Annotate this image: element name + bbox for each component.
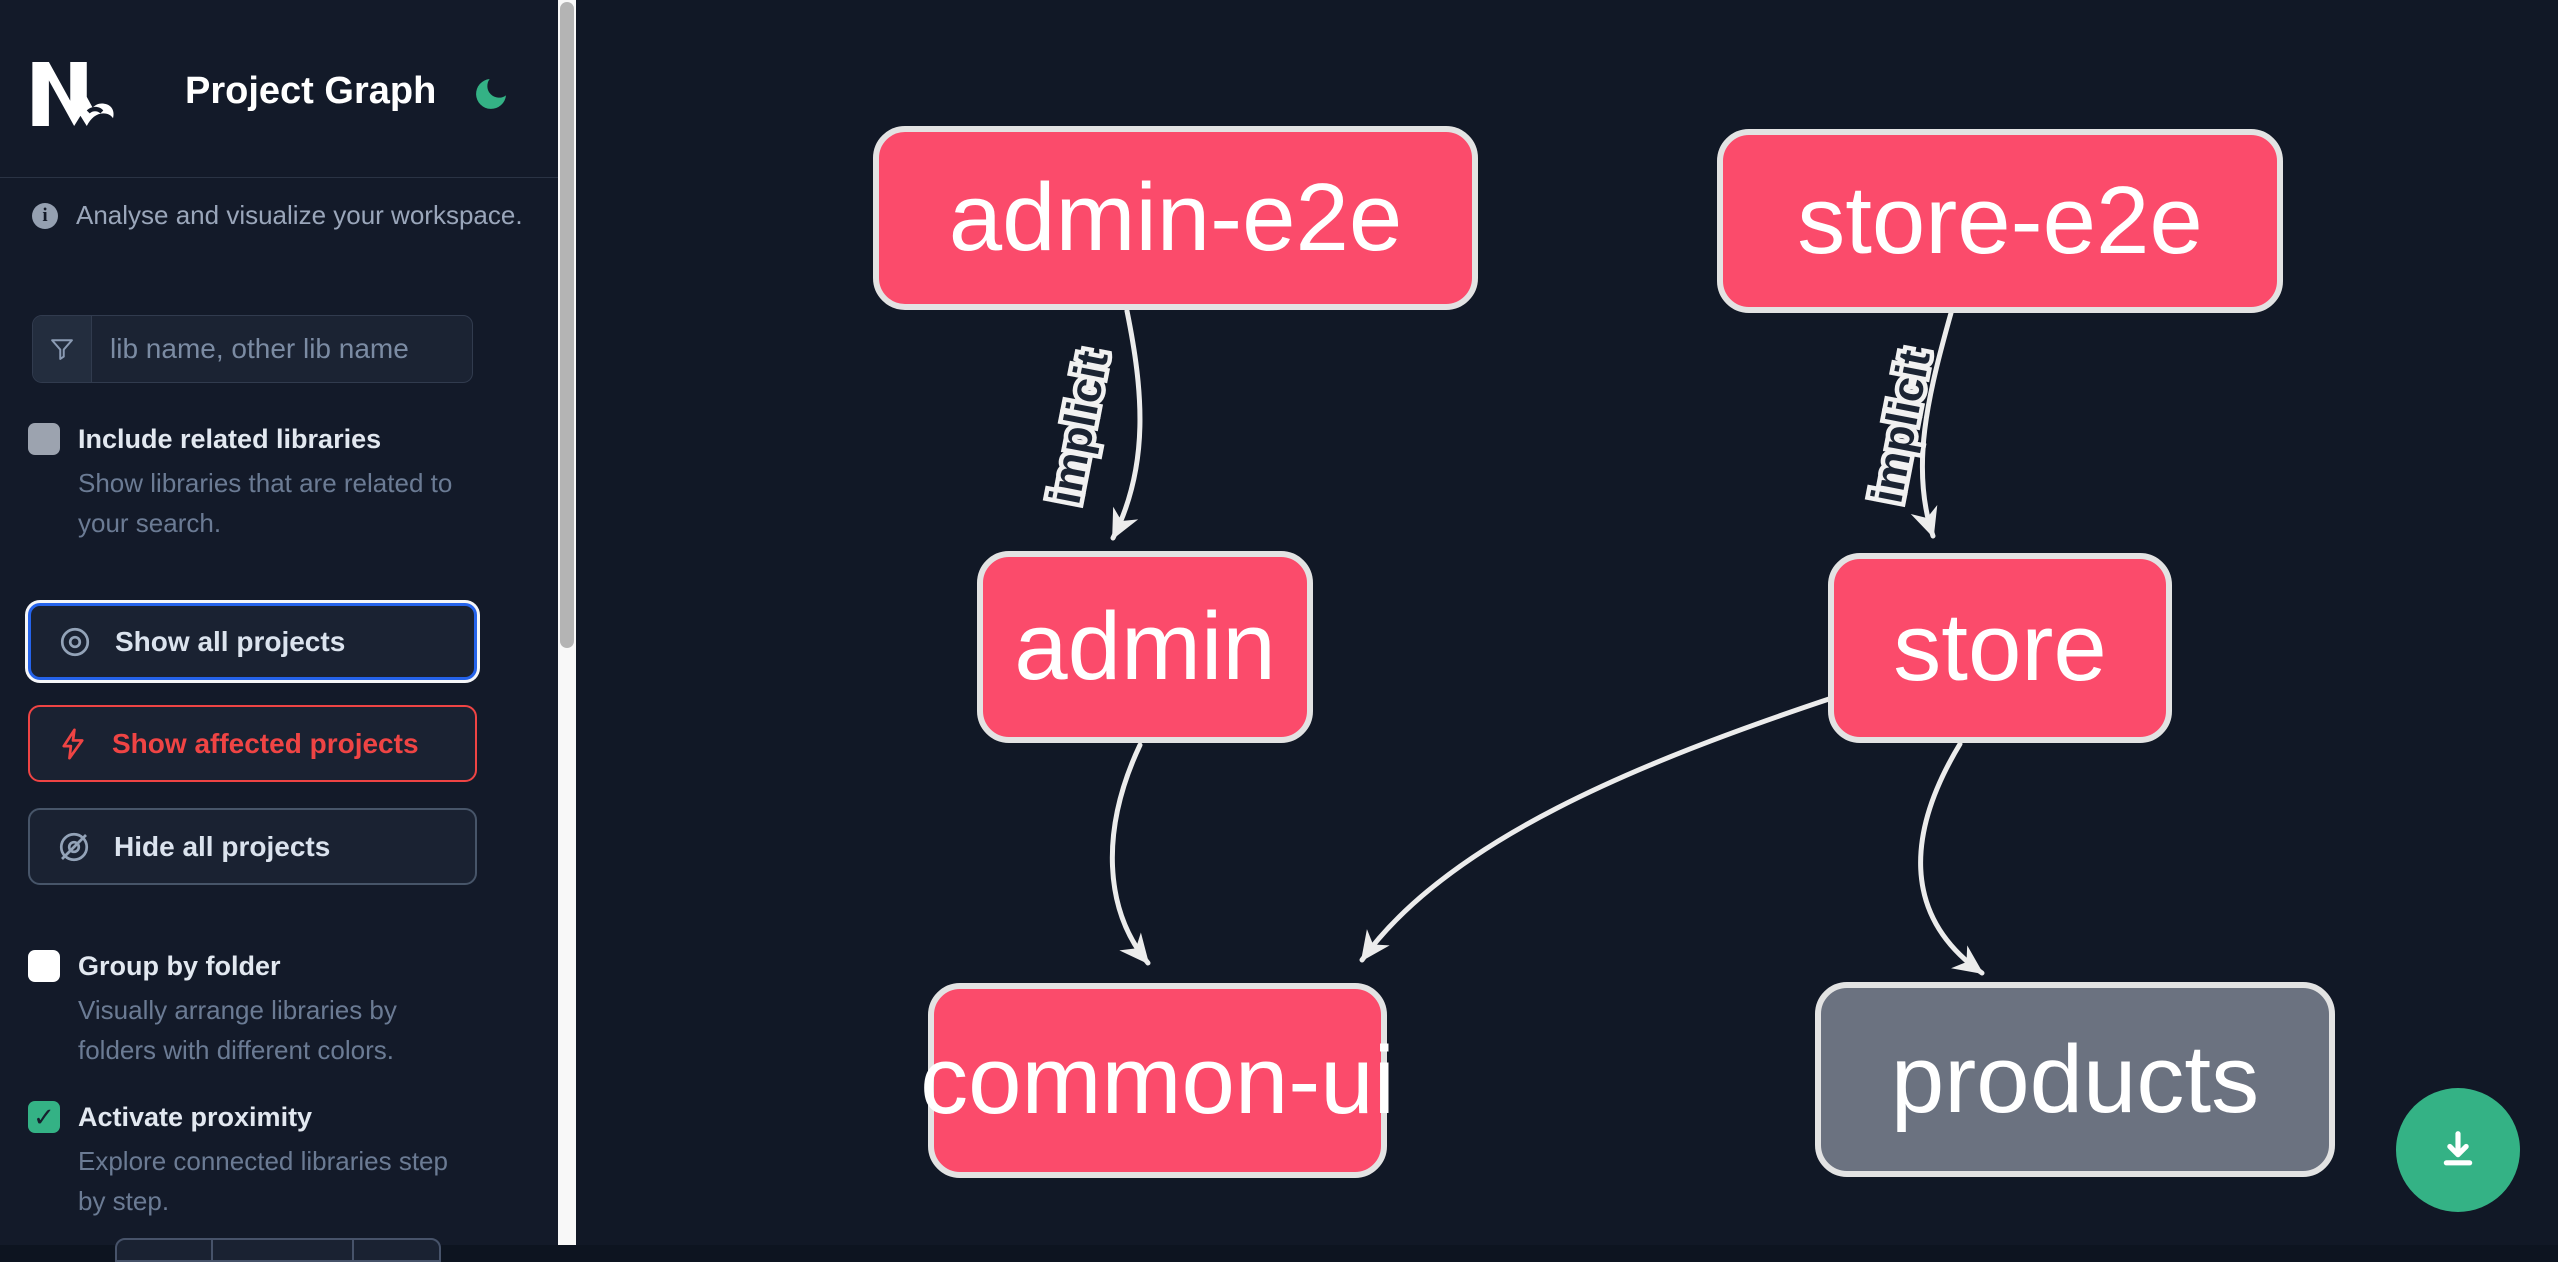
node-admin-e2e[interactable]: admin-e2e bbox=[873, 126, 1478, 310]
search-box bbox=[32, 315, 473, 383]
checkbox-include-related[interactable] bbox=[28, 423, 60, 455]
checkbox-description: Explore connected libraries step by step… bbox=[78, 1146, 448, 1216]
node-store[interactable]: store bbox=[1828, 553, 2172, 743]
node-products[interactable]: products bbox=[1815, 982, 2335, 1177]
checkbox-description: Visually arrange libraries by folders wi… bbox=[78, 995, 397, 1065]
edge-admin-common-ui bbox=[1109, 742, 1151, 966]
checkbox-group-by-folder[interactable] bbox=[28, 950, 60, 982]
download-icon bbox=[2443, 1131, 2473, 1166]
checkbox-activate-proximity[interactable]: ✓ bbox=[28, 1101, 60, 1133]
checkbox-row-include-related[interactable]: Include related libraries Show libraries… bbox=[28, 423, 498, 543]
page-title: Project Graph bbox=[185, 70, 437, 112]
scrollbar-thumb[interactable] bbox=[560, 2, 574, 648]
stepper-decrement[interactable] bbox=[117, 1240, 213, 1260]
edge-store-products bbox=[1918, 741, 1985, 976]
edge-store-common-ui bbox=[1359, 695, 1835, 963]
sidebar-header: Project Graph bbox=[0, 0, 558, 178]
edge-store-e2e-store bbox=[1910, 310, 1954, 539]
node-store-e2e[interactable]: store-e2e bbox=[1717, 129, 2283, 313]
node-common-ui[interactable]: common-ui bbox=[920, 983, 1395, 1178]
checkbox-row-activate-proximity[interactable]: ✓ Activate proximity Explore connected l… bbox=[28, 1101, 498, 1221]
checkbox-label: Include related libraries bbox=[78, 424, 382, 454]
button-label: Hide all projects bbox=[114, 830, 331, 862]
info-icon: i bbox=[32, 202, 58, 229]
search-input[interactable] bbox=[92, 316, 472, 382]
hide-all-projects-button[interactable]: Hide all projects bbox=[28, 808, 477, 885]
button-label: Show affected projects bbox=[112, 727, 419, 759]
checkbox-row-group-by-folder[interactable]: Group by folder Visually arrange librari… bbox=[28, 950, 498, 1070]
stepper-increment[interactable] bbox=[354, 1240, 439, 1260]
download-image-button[interactable] bbox=[2396, 1088, 2520, 1212]
checkbox-description: Show libraries that are related to your … bbox=[78, 468, 453, 538]
show-affected-projects-button[interactable]: Show affected projects bbox=[28, 705, 477, 782]
dark-mode-moon-icon[interactable] bbox=[471, 74, 511, 114]
eye-icon bbox=[60, 627, 90, 656]
button-label: Show all projects bbox=[115, 625, 346, 657]
edge-label-implicit: implicit bbox=[1040, 347, 1118, 508]
proximity-stepper-partial[interactable] bbox=[115, 1238, 441, 1262]
edge-label-implicit: implicit bbox=[1862, 346, 1940, 507]
lightning-bolt-icon bbox=[62, 727, 84, 760]
node-admin[interactable]: admin bbox=[977, 551, 1313, 743]
filter-funnel-icon bbox=[33, 316, 92, 382]
edge-admin-e2e-admin bbox=[1110, 308, 1143, 541]
stepper-value bbox=[213, 1240, 354, 1260]
checkbox-label: Activate proximity bbox=[78, 1102, 313, 1132]
sidebar-scrollbar[interactable] bbox=[558, 0, 576, 1245]
checkbox-label: Group by folder bbox=[78, 951, 281, 981]
tagline-row: i Analyse and visualize your workspace. bbox=[32, 200, 523, 231]
tagline-text: Analyse and visualize your workspace. bbox=[76, 200, 523, 230]
eye-off-icon bbox=[59, 832, 89, 861]
sidebar: Project Graph i Analyse and visualize yo… bbox=[0, 0, 558, 1262]
nx-logo bbox=[32, 61, 114, 127]
show-all-projects-button[interactable]: Show all projects bbox=[28, 603, 477, 680]
